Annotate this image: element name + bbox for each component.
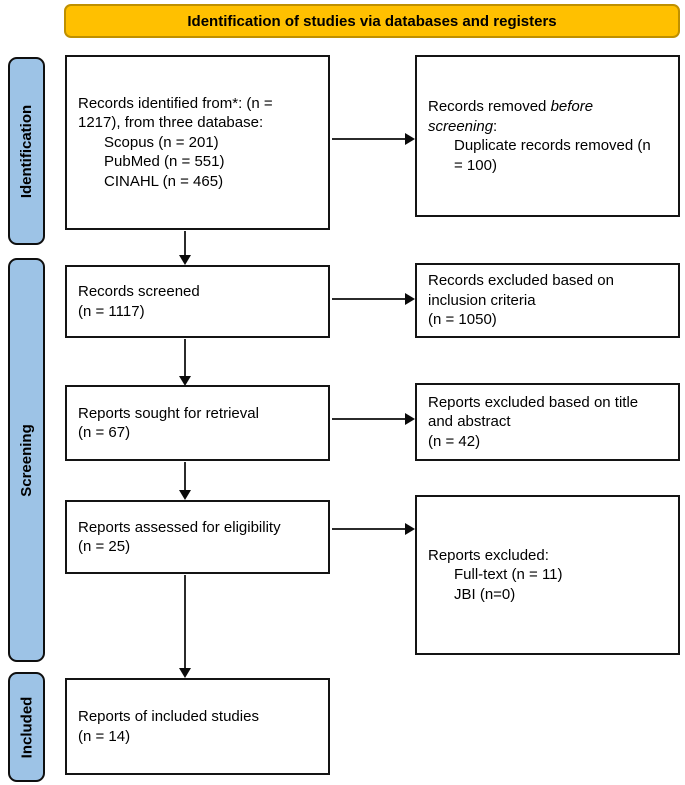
arrowhead-right-icon <box>405 523 415 535</box>
reports-sought-box: Reports sought for retrieval(n = 67) <box>65 385 330 461</box>
reports-included-box: Reports of included studies(n = 14) <box>65 678 330 775</box>
arrowhead-right-icon <box>405 133 415 145</box>
records-identified-box: Records identified from*: (n =1217), fro… <box>65 55 330 230</box>
arrow-screened-to-sought <box>179 339 191 386</box>
reports-assessed-box: Reports assessed for eligibility(n = 25) <box>65 500 330 574</box>
arrowhead-down-icon <box>179 490 191 500</box>
stage-label-identification: Identification <box>18 104 35 198</box>
arrow-assessed-to-included <box>179 575 191 678</box>
stage-label-screening: Screening <box>18 423 35 497</box>
records-screened-box: Records screened(n = 1117) <box>65 265 330 338</box>
diagram-title: Identification of studies via databases … <box>187 12 557 30</box>
reports-excluded-fulltext-box: Reports excluded:Full-text (n = 11)JBI (… <box>415 495 680 655</box>
diagram-title-banner: Identification of studies via databases … <box>64 4 680 38</box>
arrowhead-down-icon <box>179 668 191 678</box>
arrowhead-right-icon <box>405 413 415 425</box>
arrow-sought-to-assessed <box>179 462 191 500</box>
stage-label-included: Included <box>18 696 36 758</box>
arrowhead-down-icon <box>179 255 191 265</box>
arrowhead-right-icon <box>405 293 415 305</box>
arrow-screened-to-excluded <box>332 293 415 305</box>
stage-bar-screening: Screening <box>8 258 45 662</box>
arrowhead-down-icon <box>179 376 191 386</box>
arrow-sought-to-excluded <box>332 413 415 425</box>
arrow-assessed-to-excluded <box>332 523 415 535</box>
stage-bar-identification: Identification <box>8 57 45 245</box>
stage-bar-included: Included <box>8 672 45 782</box>
arrow-identified-to-removed <box>332 133 415 145</box>
arrow-identified-to-screened <box>179 231 191 265</box>
